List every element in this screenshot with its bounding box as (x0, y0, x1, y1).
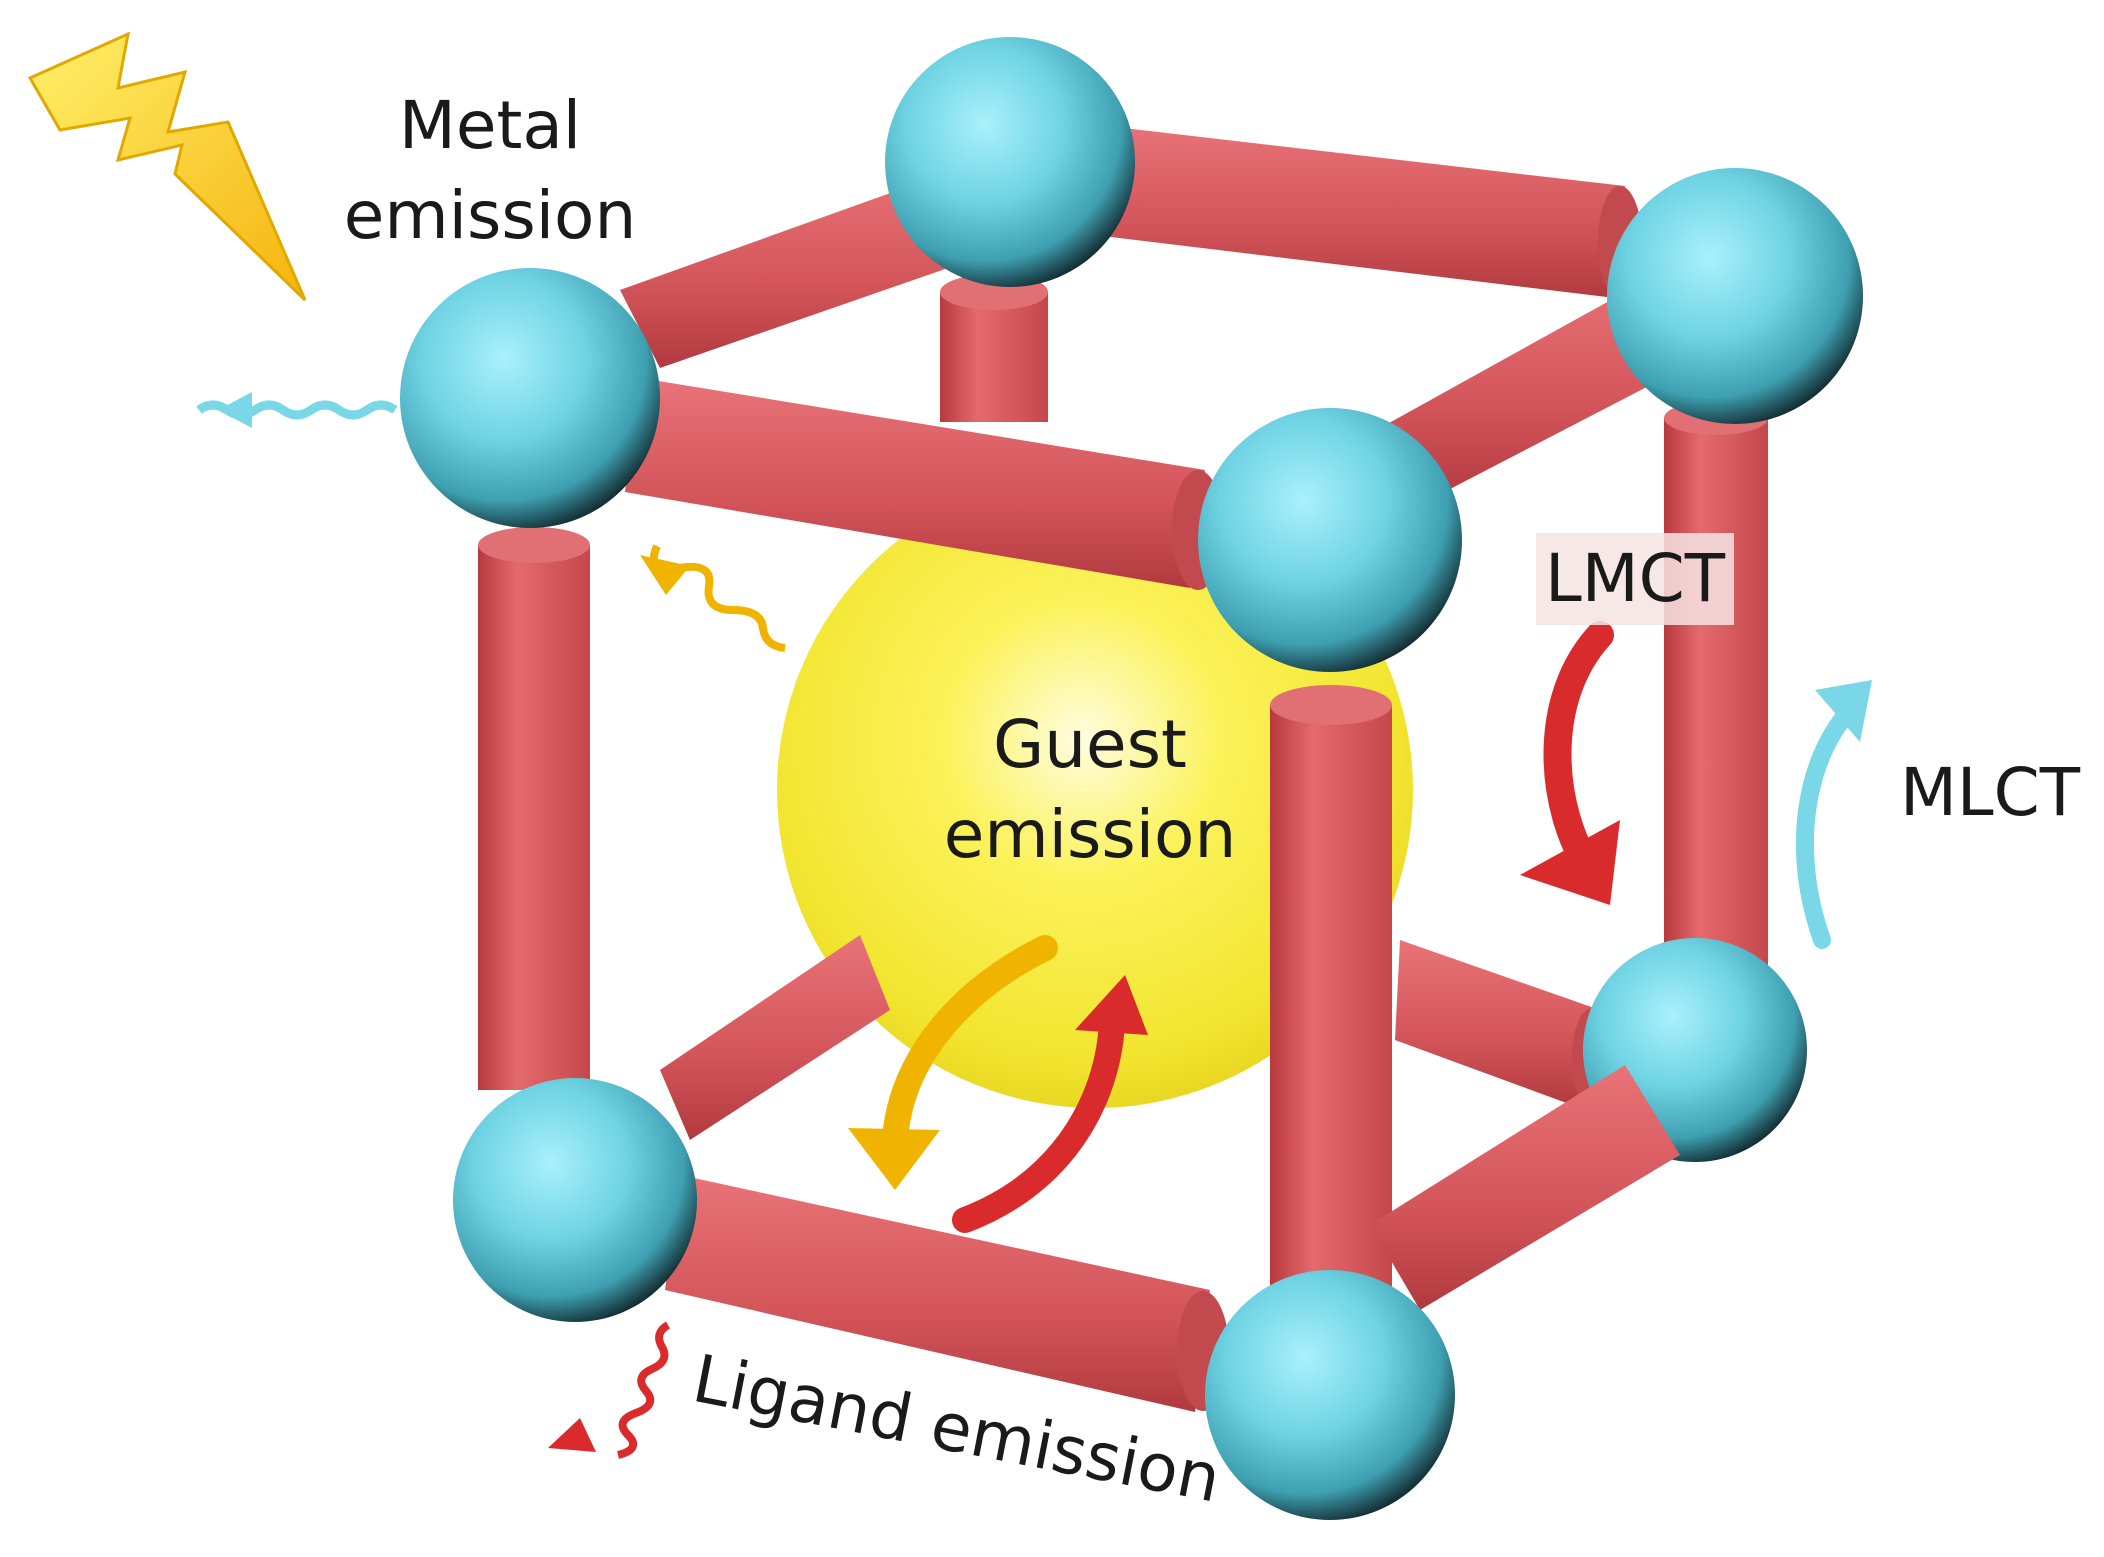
guest-emission-label-line1: Guest (993, 706, 1187, 783)
metal-emission-label-line1: Metal (399, 87, 581, 164)
guest-emission-label-line2: emission (944, 796, 1237, 873)
back-vertical-linker (940, 274, 1048, 422)
ligand-emission-wave-icon (548, 1321, 671, 1459)
linker-top-back (1070, 123, 1642, 298)
linker-bottom-right (1370, 1065, 1680, 1310)
metal-node-bottom-front-right (1205, 1270, 1455, 1520)
linker-bottom-left-back (660, 935, 890, 1140)
metal-emission-wave-icon (196, 392, 398, 428)
metal-node-top-front-left (400, 268, 660, 528)
linker-vertical-back-right (1664, 401, 1768, 993)
mlct-arrow-icon (1795, 680, 1872, 949)
linker-vertical-front-left (478, 527, 590, 1090)
lmct-arrow-icon (1520, 621, 1620, 905)
lmct-label-bg (1536, 533, 1734, 625)
linker-vertical-front-right (1270, 685, 1392, 1295)
metal-emission-label-line2: emission (344, 177, 637, 254)
metal-node-bottom-front-left (453, 1078, 697, 1322)
metal-node-top-front-right (1198, 408, 1462, 672)
guest-to-ligand-arrow-icon (848, 935, 1058, 1190)
guest-emission-wave-icon (640, 544, 786, 652)
lightning-icon (27, 31, 307, 302)
lmct-label: LMCT (1545, 540, 1726, 617)
metal-node-top-back-right (1607, 168, 1863, 424)
linker-bottom-back (1395, 940, 1612, 1108)
mlct-label: MLCT (1900, 754, 2081, 831)
metal-node-top-back-left (885, 37, 1135, 287)
ligand-to-guest-arrow-icon (952, 975, 1148, 1233)
